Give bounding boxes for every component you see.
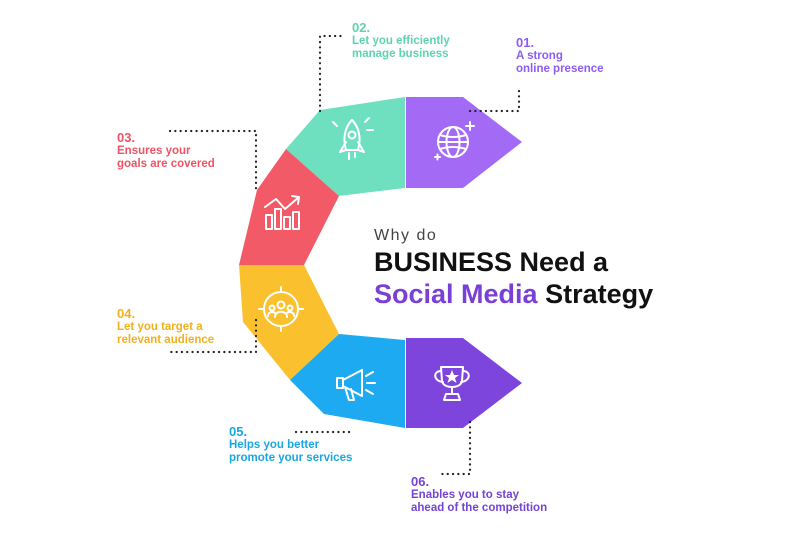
segment-04 [239, 265, 339, 380]
item-03-text: Ensures your goals are covered [117, 145, 215, 170]
item-02-number: 02. [352, 20, 371, 35]
leader-line-04 [166, 318, 258, 354]
target-audience-icon [258, 286, 304, 332]
segment-06 [406, 338, 522, 428]
diagram-title: Why do BUSINESS Need a Social Media Stra… [374, 227, 653, 310]
segment-03 [239, 149, 339, 265]
title-accent: Social Media [374, 279, 538, 309]
title-line-1: Why do [374, 227, 438, 244]
title-rest: Strategy [545, 279, 654, 309]
growth-chart-icon [264, 195, 300, 230]
item-03-label: 03. Ensures your goals are covered [117, 130, 215, 171]
item-05-text: Helps you better promote your services [229, 439, 353, 464]
globe-icon [434, 121, 475, 161]
title-line-3: Social Media Strategy [374, 278, 653, 310]
item-04-label: 04. Let you target a relevant audience [117, 306, 214, 347]
trophy-icon [434, 366, 470, 401]
item-01-text: A strong online presence [516, 50, 604, 75]
item-06-text: Enables you to stay ahead of the competi… [411, 489, 548, 514]
leader-line-01 [468, 84, 521, 113]
item-02-text: Let you efficiently manage business [352, 35, 450, 60]
rocket-icon [332, 117, 374, 160]
item-02-label: 02. Let you efficiently manage business [352, 20, 450, 61]
megaphone-icon [336, 369, 376, 401]
item-06-number: 06. [411, 474, 430, 489]
title-line-2: BUSINESS Need a [374, 247, 609, 277]
item-01-number: 01. [516, 35, 535, 50]
item-05-label: 05. Helps you better promote your servic… [229, 424, 352, 465]
item-04-number: 04. [117, 306, 136, 321]
item-06-label: 06. Enables you to stay ahead of the com… [411, 474, 547, 515]
item-05-number: 05. [229, 424, 248, 439]
leader-line-02 [318, 34, 347, 113]
item-01-label: 01. A strong online presence [516, 35, 604, 76]
item-04-text: Let you target a relevant audience [117, 321, 215, 346]
segment-05 [290, 334, 405, 428]
leader-line-03 [168, 129, 258, 192]
leader-line-06 [440, 420, 472, 476]
item-03-number: 03. [117, 130, 136, 145]
